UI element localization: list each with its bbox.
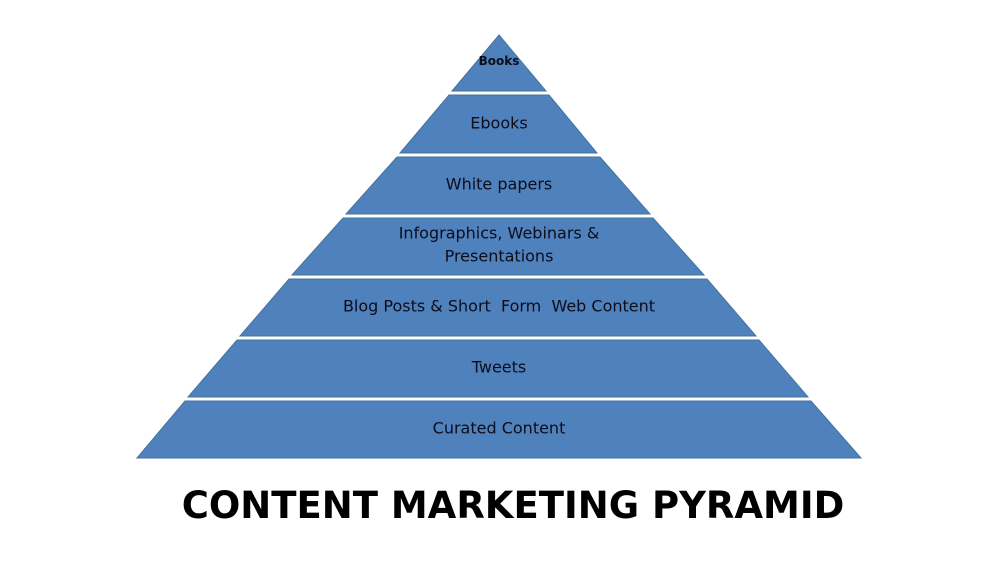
tier-label: Books	[479, 54, 520, 68]
pyramid-tier-books: Books	[450, 34, 548, 92]
tier-shape	[398, 94, 599, 154]
tier-shape	[238, 278, 758, 337]
tier-label: Ebooks	[470, 114, 527, 133]
tier-label: White papers	[446, 175, 552, 194]
tier-label-line-2: Presentations	[445, 247, 554, 266]
tier-shape	[290, 217, 706, 276]
pyramid-tier-tweets: Tweets	[186, 339, 810, 398]
tier-label: Tweets	[471, 358, 527, 377]
pyramid-tier-curated-content: Curated Content	[135, 400, 863, 459]
tier-shape	[450, 34, 548, 92]
pyramid-tier-white-papers: White papers	[344, 156, 652, 215]
pyramid-tier-infographics: Infographics, Webinars & Presentations	[290, 217, 706, 276]
tier-shape	[344, 156, 652, 215]
pyramid-title: CONTENT MARKETING PYRAMID	[181, 484, 845, 527]
tier-label-line-1: Infographics, Webinars &	[399, 224, 600, 243]
content-pyramid: Books Ebooks White papers Infographics, …	[135, 34, 863, 459]
tier-shape	[186, 339, 810, 398]
pyramid-tier-ebooks: Ebooks	[398, 94, 599, 154]
pyramid-tier-blog-posts: Blog Posts & Short Form Web Content	[238, 278, 758, 337]
tier-label: Curated Content	[433, 419, 566, 438]
tier-shape	[135, 400, 863, 459]
tier-label: Blog Posts & Short Form Web Content	[343, 297, 655, 316]
